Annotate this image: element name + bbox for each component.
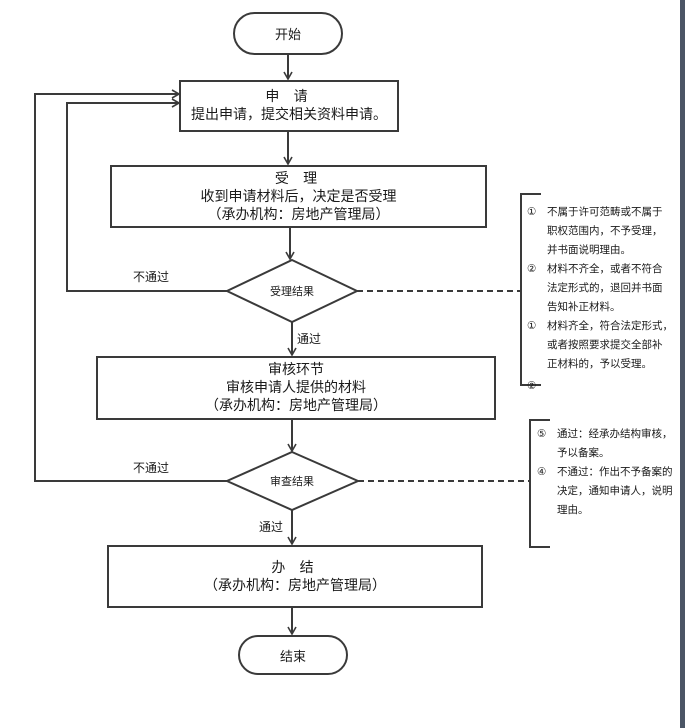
step-apply-desc: 提出申请，提交相关资料申请。 [191,107,387,123]
note-text: 不属于许可范畴或不属于 职权范围内，不予受理， 并书面说明理由。 [547,206,663,256]
step-finish: 办 结 （承办机构：房地产管理局） [107,545,483,608]
decision1-fail-label: 不通过 [133,270,170,284]
step-review-desc: 审核申请人提供的材料 [226,380,366,396]
edge-decision1-fail-loop [66,98,227,292]
note-number: ④ [537,466,547,478]
start-terminal: 开始 [233,12,343,55]
note-item: ⑤ 通过：经承办结构审核， 予以备案。 [537,425,679,463]
note-item: ① 不属于许可范畴或不属于 职权范围内，不予受理， 并书面说明理由。 [527,203,677,260]
note-number: ① [527,206,537,218]
step-apply-title: 申 请 [265,89,313,105]
decision1-pass-label: 通过 [297,332,322,346]
step-accept-title: 受 理 [274,170,323,187]
note-text: 不通过：作出不予备案的 决定，通知申请人，说明 理由。 [557,466,673,516]
step-review-title: 审核环节 [268,362,324,378]
step-review: 审核环节 审核申请人提供的材料 （承办机构：房地产管理局） [96,356,496,420]
note-text: 通过：经承办结构审核， 予以备案。 [557,428,673,459]
note-number: ① [527,320,537,332]
end-terminal: 结束 [238,635,348,675]
step-finish-agency: （承办机构：房地产管理局） [204,577,386,594]
end-label: 结束 [279,649,306,665]
note-item: ② [527,377,677,396]
note-text: 材料不齐全，或者不符合 法定形式的，退回并书面 告知补正材料。 [547,263,663,313]
step-accept: 受 理 收到申请材料后，决定是否受理 （承办机构：房地产管理局） [110,165,487,228]
decision2-pass-label: 通过 [259,520,284,534]
step-accept-agency: （承办机构：房地产管理局） [207,206,390,223]
note-acceptance-rules: ① 不属于许可范畴或不属于 职权范围内，不予受理， 并书面说明理由。 ② 材料不… [527,203,677,396]
step-apply: 申 请 提出申请，提交相关资料申请。 [179,80,399,132]
note-bracket-1 [520,193,541,386]
note-number: ② [527,263,537,275]
step-accept-desc: 收到申请材料后，决定是否受理 [200,188,397,205]
step-review-agency: （承办机构：房地产管理局） [205,398,387,414]
decision2-label: 审查结果 [270,475,314,488]
note-review-rules: ⑤ 通过：经承办结构审核， 予以备案。 ④ 不通过：作出不予备案的 决定，通知申… [537,425,679,520]
note-item: ① 材料齐全，符合法定形式， 或者按照要求提交全部补 正材料的，予以受理。 [527,317,677,374]
start-label: 开始 [274,28,301,43]
decision1-label: 受理结果 [270,285,314,298]
step-finish-title: 办 结 [271,559,319,576]
note-number: ② [527,380,537,392]
window-frame-edge [680,0,685,728]
note-number: ⑤ [537,428,547,440]
note-bracket-2 [529,419,550,548]
decision2-fail-label: 不通过 [133,461,170,475]
note-item: ④ 不通过：作出不予备案的 决定，通知申请人，说明 理由。 [537,463,679,520]
note-item: ② 材料不齐全，或者不符合 法定形式的，退回并书面 告知补正材料。 [527,260,677,317]
edge-decision2-fail-loop [34,89,227,482]
note-text: 材料齐全，符合法定形式， 或者按照要求提交全部补 正材料的，予以受理。 [547,320,673,370]
